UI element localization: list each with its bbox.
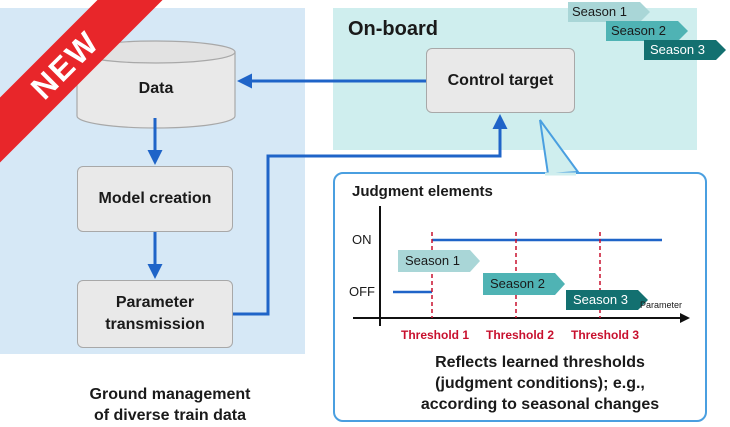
season-2-tag-label: Season 2 [611, 23, 666, 38]
chart-season-2-tag [483, 273, 565, 295]
season-1-tag-label: Season 1 [572, 4, 627, 19]
x-axis-label: Parameter [640, 300, 683, 310]
chart-season-3-label: Season 3 [573, 292, 628, 307]
arrow-param-to-control [233, 114, 508, 316]
threshold-3-label: Threshold 3 [571, 328, 640, 342]
season-3-tag-label: Season 3 [650, 42, 705, 57]
chart-season-1-label: Season 1 [405, 253, 460, 268]
callout-pointer [539, 119, 580, 176]
data-label: Data [138, 80, 174, 97]
data-cylinder [76, 40, 236, 129]
chart-caption-line2: (judgment conditions); e.g., [435, 375, 645, 392]
control-target-label: Control target [447, 71, 554, 89]
parameter-label-line2: transmission [105, 316, 205, 333]
chart-caption: Reflects learned thresholds (judgment co… [395, 352, 685, 415]
threshold-1-label: Threshold 1 [401, 328, 470, 342]
parameter-label-line1: Parameter [115, 294, 195, 311]
model-creation-box: Model creation [77, 166, 233, 232]
ground-caption-line1: Ground management [89, 386, 251, 403]
y-label-off: OFF [349, 284, 375, 299]
chart-season-1-tag [398, 250, 480, 272]
y-label-on: ON [352, 232, 372, 247]
chart-x-axis-arrowhead [680, 313, 690, 323]
chart-season-3-tag [566, 290, 648, 310]
season-tags-onboard [568, 2, 726, 60]
parameter-transmission-box: Parameter transmission [77, 280, 233, 348]
model-creation-label: Model creation [98, 190, 212, 207]
ground-caption: Ground management of diverse train data [55, 384, 285, 426]
season-1-tag-shape [568, 2, 650, 22]
chart-caption-line1: Reflects learned thresholds [435, 354, 645, 371]
chart-caption-line3: according to seasonal changes [420, 396, 660, 413]
ground-caption-line2: of diverse train data [93, 407, 247, 424]
chart-season-2-label: Season 2 [490, 276, 545, 291]
control-target-box: Control target [426, 48, 575, 113]
season-3-tag-shape [644, 40, 726, 60]
chart-title: Judgment elements [352, 183, 493, 200]
threshold-2-label: Threshold 2 [486, 328, 555, 342]
onboard-title: On-board [348, 18, 438, 40]
season-2-tag-shape [606, 21, 688, 41]
